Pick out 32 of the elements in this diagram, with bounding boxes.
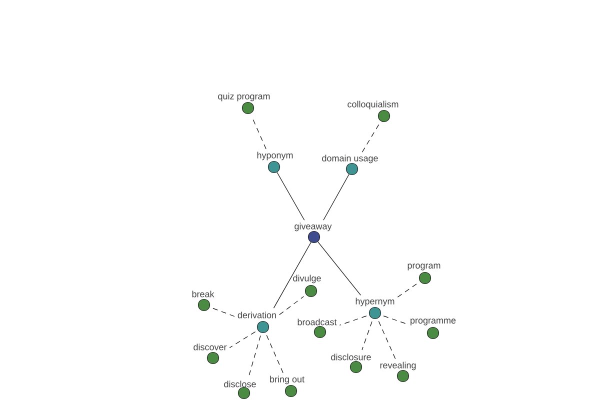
node-label: divulge — [293, 274, 321, 284]
node-label: disclose — [224, 380, 256, 388]
connector-line — [276, 172, 305, 220]
connector-line — [323, 174, 350, 220]
node-label: break — [192, 290, 214, 298]
node-label: program — [408, 264, 440, 270]
connector-line — [279, 296, 304, 316]
connector-line — [339, 316, 367, 326]
node-label: broadcast — [298, 318, 337, 326]
connector-line — [397, 282, 418, 298]
node-label: revealing — [380, 362, 416, 370]
connector-line — [212, 308, 235, 317]
connector-line — [266, 335, 284, 374]
node-label: colloquialism — [348, 100, 398, 110]
node-label: programme — [410, 318, 456, 326]
connector-line — [318, 241, 361, 296]
node-label: domain usage — [322, 154, 378, 164]
node-label: hyponym — [257, 152, 293, 160]
connector-line — [248, 335, 261, 378]
connector-line — [378, 320, 396, 360]
connector-line — [229, 331, 256, 348]
node-label: quiz program — [218, 92, 270, 102]
node-label: disclosure — [331, 354, 371, 360]
connector-line — [383, 316, 408, 324]
node-label: derivation — [238, 312, 276, 318]
node-label: discover — [194, 344, 227, 350]
connector-line — [362, 123, 380, 152]
connector-line — [362, 321, 372, 350]
connector-line — [273, 242, 312, 308]
node-label: giveaway — [294, 222, 332, 232]
node-label: hypernym — [356, 298, 394, 306]
node-label: bring out — [270, 376, 304, 384]
